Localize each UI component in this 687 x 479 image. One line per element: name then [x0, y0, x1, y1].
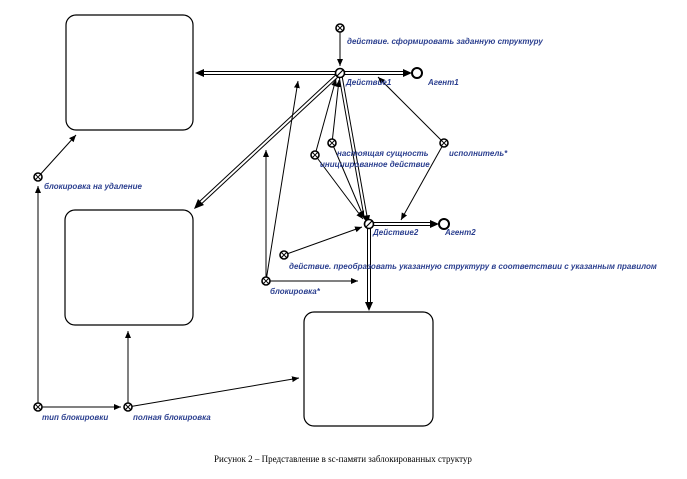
double-arc-action2-to-agent2 — [369, 220, 439, 228]
node-action-form — [335, 23, 345, 33]
arc-lock-delete-to-box-top — [37, 134, 77, 178]
arc-initiated-to-action1 — [314, 78, 338, 156]
label-action2: Действие2 — [372, 228, 419, 237]
arc-real-entity-to-action2 — [331, 142, 365, 219]
arc-initiated-to-action2 — [314, 154, 364, 220]
double-arc-action1-to-box-middle — [194, 71, 342, 209]
node-lock-type — [33, 402, 43, 412]
figure-caption: Рисунок 2 – Представление в sc-памяти за… — [214, 454, 472, 464]
arc-executor-to-action1 — [377, 76, 445, 144]
arc-executor-to-action2 — [400, 142, 445, 221]
label-initiated-action: инициированное действие — [320, 160, 430, 169]
node-real-entity — [327, 138, 337, 148]
double-arc-action1-to-box-top — [195, 69, 340, 77]
label-lock-type: тип блокировки — [42, 413, 108, 422]
node-agent2 — [438, 218, 450, 230]
node-full-lock — [123, 402, 133, 412]
label-action1: Действие1 — [345, 78, 392, 87]
label-full-lock: полная блокировка — [133, 413, 211, 422]
label-real-entity: настоящая сущность — [337, 149, 429, 158]
label-lock-delete: блокировка на удаление — [44, 182, 142, 191]
node-lock — [261, 276, 271, 286]
label-executor: исполнитель* — [449, 149, 508, 158]
double-arc-action1-to-agent1 — [340, 69, 412, 77]
double-arc-action2-to-box-bottom — [365, 224, 373, 311]
label-lock: блокировка* — [270, 287, 321, 296]
node-executor — [439, 138, 449, 148]
arc-lock-to-action1 — [265, 80, 300, 282]
node-action1 — [334, 67, 346, 79]
node-agent1 — [411, 67, 423, 79]
label-agent2: Агент2 — [444, 228, 476, 237]
label-action-transform: действие. преобразовать указанную структ… — [289, 262, 657, 271]
node-lock-delete — [33, 172, 43, 182]
structure-box-top — [65, 14, 194, 131]
arc-full-lock-to-box-bottom — [127, 376, 300, 408]
structure-box-bottom — [303, 311, 434, 427]
label-action-form: действие. сформировать заданную структур… — [347, 37, 543, 46]
structure-box-middle — [64, 209, 194, 326]
label-agent1: Агент1 — [427, 78, 459, 87]
arc-action-transform-to-action2 — [283, 226, 363, 256]
node-action-transform — [279, 250, 289, 260]
node-action2 — [363, 218, 375, 230]
node-initiated-action — [310, 150, 320, 160]
arc-real-entity-to-action1 — [331, 79, 342, 144]
